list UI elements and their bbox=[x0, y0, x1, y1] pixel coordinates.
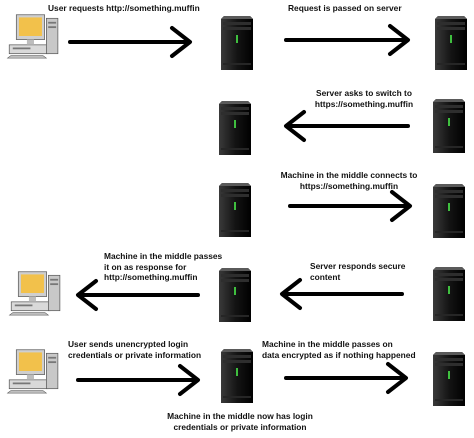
label-server-responds-secure: Server responds secure content bbox=[310, 261, 406, 282]
arrow-left-6 bbox=[76, 279, 200, 311]
arrow-right-7 bbox=[76, 364, 200, 396]
client-computer-icon bbox=[6, 14, 59, 59]
arrow-right-1 bbox=[68, 26, 192, 58]
label-mitm-has-login: Machine in the middle now has login cred… bbox=[167, 411, 313, 432]
right-server-icon bbox=[433, 352, 465, 406]
right-server-icon bbox=[433, 184, 465, 238]
right-server-icon bbox=[435, 16, 467, 70]
label-request-passed-on: Request is passed on server bbox=[288, 3, 402, 13]
middle-server-icon bbox=[221, 16, 253, 70]
middle-server-icon bbox=[219, 268, 251, 322]
label-mitm-connects-https: Machine in the middle connects to https:… bbox=[280, 170, 418, 191]
middle-server-icon bbox=[219, 101, 251, 155]
label-mitm-passes-response: Machine in the middle passes it on as re… bbox=[104, 251, 223, 282]
arrow-right-2 bbox=[284, 24, 410, 56]
middle-server-icon bbox=[219, 183, 251, 237]
right-server-icon bbox=[433, 267, 465, 321]
label-user-requests-http: User requests http://something.muffin bbox=[48, 3, 200, 13]
arrow-right-8 bbox=[284, 362, 408, 394]
arrow-left-5 bbox=[280, 278, 404, 310]
client-computer-icon bbox=[8, 271, 61, 316]
label-server-asks-switch: Server asks to switch to https://somethi… bbox=[314, 88, 414, 109]
arrow-left-3 bbox=[284, 110, 410, 142]
middle-server-icon bbox=[221, 349, 253, 403]
label-mitm-passes-encrypted: Machine in the middle passes on data enc… bbox=[262, 339, 416, 360]
client-computer-icon bbox=[6, 349, 59, 394]
right-server-icon bbox=[433, 99, 465, 153]
arrow-right-4 bbox=[288, 190, 412, 222]
label-user-sends-unencrypted: User sends unencrypted login credentials… bbox=[68, 339, 202, 360]
